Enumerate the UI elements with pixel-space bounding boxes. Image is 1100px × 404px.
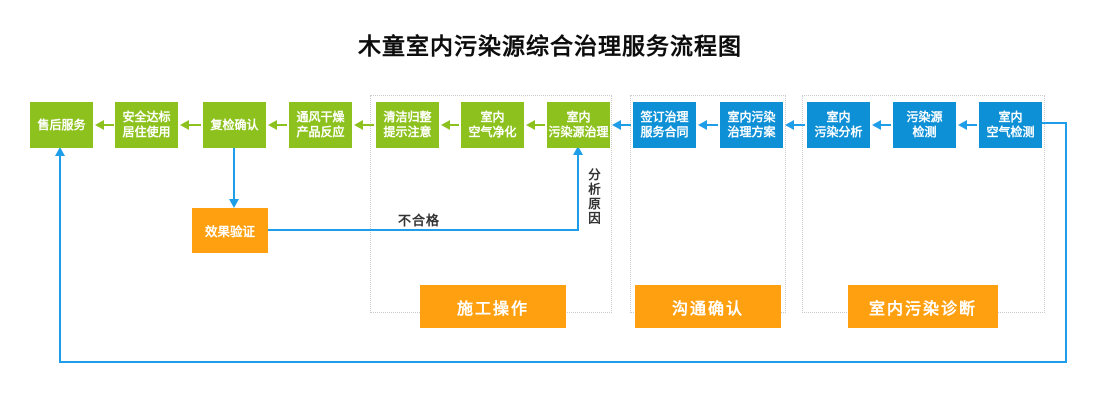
left-arrow-icon bbox=[958, 120, 977, 130]
arrow-line bbox=[450, 124, 459, 126]
left-arrow-icon bbox=[698, 120, 718, 130]
stage-label-text: 沟通确认 bbox=[671, 298, 744, 318]
connector-loop-left bbox=[59, 155, 61, 363]
connector-loop-bottom bbox=[59, 361, 1067, 363]
edge-label-fail: 不合格 bbox=[398, 214, 441, 229]
node-text: 污染源 bbox=[906, 110, 943, 124]
arrow-line bbox=[104, 124, 114, 126]
left-arrow-icon bbox=[872, 120, 891, 130]
node-text: 室内 bbox=[826, 110, 851, 124]
node-text: 空气净化 bbox=[468, 125, 517, 139]
flow-node-source-detection: 污染源检测 bbox=[893, 102, 956, 148]
stage-label-text: 施工操作 bbox=[456, 298, 529, 318]
node-text: 污染源治理 bbox=[548, 125, 609, 139]
flow-node-effect-verification: 效果验证 bbox=[192, 208, 268, 253]
arrowhead-icon bbox=[785, 120, 794, 130]
node-text: 产品反应 bbox=[296, 125, 345, 139]
left-arrow-icon bbox=[612, 120, 631, 130]
left-arrow-icon bbox=[441, 120, 459, 130]
arrow-line bbox=[794, 124, 805, 126]
left-arrow-icon bbox=[180, 120, 201, 130]
arrowhead-icon bbox=[441, 120, 450, 130]
node-text: 清洁归整 bbox=[383, 110, 432, 124]
arrowhead-icon bbox=[268, 120, 277, 130]
up-arrowhead-icon bbox=[55, 147, 65, 156]
connector-recheck-to-verify bbox=[233, 148, 235, 200]
arrowhead-icon bbox=[958, 120, 967, 130]
node-text: 提示注意 bbox=[383, 125, 432, 139]
arrowhead-icon bbox=[95, 120, 104, 130]
arrowhead-icon bbox=[698, 120, 707, 130]
arrow-line bbox=[707, 124, 718, 126]
arrow-line bbox=[535, 124, 545, 126]
left-arrow-icon bbox=[354, 120, 374, 130]
left-arrow-icon bbox=[95, 120, 114, 130]
node-text: 室内 bbox=[998, 110, 1023, 124]
arrowhead-icon bbox=[180, 120, 189, 130]
arrowhead-icon bbox=[526, 120, 535, 130]
node-text: 服务合同 bbox=[640, 125, 689, 139]
node-text: 检测 bbox=[912, 125, 937, 139]
flow-node-indoor-air-detection: 室内空气检测 bbox=[979, 102, 1042, 148]
flow-node-after-sales-service: 售后服务 bbox=[30, 102, 93, 148]
node-text: 售后服务 bbox=[37, 117, 86, 132]
arrow-line bbox=[189, 124, 201, 126]
connector-fail-horizontal bbox=[268, 229, 579, 231]
connector-fail-vertical bbox=[577, 154, 579, 231]
left-arrow-icon bbox=[785, 120, 805, 130]
flow-node-safe-standard-living: 安全达标居住使用 bbox=[115, 102, 178, 148]
up-arrowhead-icon bbox=[573, 146, 583, 155]
left-arrow-icon bbox=[526, 120, 545, 130]
flow-node-recheck-confirm: 复检确认 bbox=[203, 102, 266, 148]
flow-node-indoor-air-purify: 室内空气净化 bbox=[461, 102, 524, 148]
page-title: 木童室内污染源综合治理服务流程图 bbox=[358, 34, 742, 60]
node-text: 室内污染 bbox=[727, 110, 776, 124]
node-text: 居住使用 bbox=[122, 125, 171, 139]
arrow-line bbox=[967, 124, 977, 126]
arrowhead-icon bbox=[872, 120, 881, 130]
arrow-line bbox=[881, 124, 891, 126]
stage-label-text: 室内污染诊断 bbox=[868, 298, 977, 318]
flow-node-cleanup-notice: 清洁归整提示注意 bbox=[376, 102, 439, 148]
connector-loop-top bbox=[1042, 122, 1067, 124]
node-text: 通风干燥 bbox=[296, 110, 345, 124]
node-text: 效果验证 bbox=[204, 224, 255, 239]
arrow-line bbox=[363, 124, 374, 126]
flow-node-ventilation-drying: 通风干燥产品反应 bbox=[289, 102, 352, 148]
node-text: 复检确认 bbox=[210, 117, 259, 132]
node-text: 污染分析 bbox=[814, 125, 863, 139]
connector-loop-right bbox=[1065, 122, 1067, 363]
down-arrowhead-icon bbox=[229, 199, 239, 208]
node-text: 签订治理 bbox=[640, 110, 689, 124]
left-arrow-icon bbox=[268, 120, 287, 130]
node-text: 室内 bbox=[480, 110, 505, 124]
stage-label-communication: 沟通确认 bbox=[635, 285, 781, 328]
flow-node-pollution-analysis: 室内污染分析 bbox=[807, 102, 870, 148]
node-text: 空气检测 bbox=[986, 125, 1035, 139]
node-text: 安全达标 bbox=[122, 110, 171, 124]
stage-label-construction: 施工操作 bbox=[420, 285, 566, 328]
arrow-line bbox=[277, 124, 287, 126]
arrowhead-icon bbox=[612, 120, 621, 130]
arrowhead-icon bbox=[354, 120, 363, 130]
arrow-line bbox=[621, 124, 631, 126]
flow-node-pollution-source-treat: 室内污染源治理 bbox=[547, 102, 610, 148]
stage-label-diagnosis: 室内污染诊断 bbox=[848, 285, 998, 328]
node-text: 室内 bbox=[566, 110, 591, 124]
edge-label-analyze-cause: 分析原因 bbox=[586, 168, 601, 226]
flow-node-treatment-plan: 室内污染治理方案 bbox=[720, 102, 783, 148]
node-text: 治理方案 bbox=[727, 125, 776, 139]
flow-node-sign-service-contract: 签订治理服务合同 bbox=[633, 102, 696, 148]
